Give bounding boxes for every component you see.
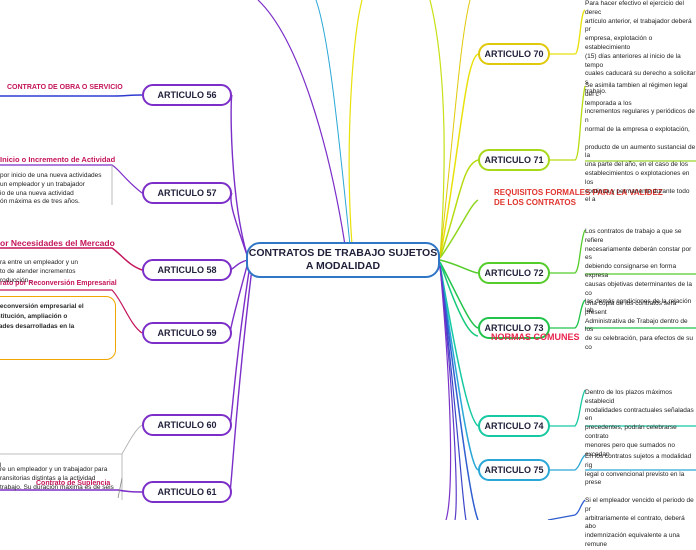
article-71-label: ARTICULO 71 bbox=[484, 155, 544, 165]
article-56-label: ARTICULO 56 bbox=[157, 90, 217, 100]
normas-comunes-heading[interactable]: NORMAS COMUNES bbox=[491, 332, 580, 342]
article-61-node[interactable]: ARTICULO 61 bbox=[142, 481, 232, 503]
central-node[interactable]: CONTRATOS DE TRABAJO SUJETOS A MODALIDAD bbox=[246, 242, 440, 278]
article-58-label: ARTICULO 58 bbox=[157, 265, 217, 275]
article-75-text: En los contratos sujetos a modalidad rig… bbox=[585, 453, 692, 487]
article-74-text: Dentro de los plazos máximos establecid … bbox=[585, 389, 694, 458]
article-59-text-box: r reconversión empresarial el ustitución… bbox=[0, 296, 116, 360]
necesidades-mercado-label[interactable]: or Necesidades del Mercado bbox=[0, 238, 115, 248]
article-72-label: ARTICULO 72 bbox=[484, 268, 544, 278]
article-59-node[interactable]: ARTICULO 59 bbox=[142, 322, 232, 344]
article-71-text: Se asimila tambien al régimen legal del … bbox=[585, 82, 696, 204]
article-60-text: re un empleador y un trabajador para ran… bbox=[0, 466, 114, 491]
reconversion-label[interactable]: rato por Reconversión Empresarial bbox=[0, 280, 117, 287]
article-72-text: Los contratos de trabajo a que se refier… bbox=[585, 228, 692, 315]
article-58-node[interactable]: ARTICULO 58 bbox=[142, 259, 232, 281]
article-57-label: ARTICULO 57 bbox=[157, 188, 217, 198]
article-70-node[interactable]: ARTICULO 70 bbox=[478, 43, 550, 65]
article-73-node[interactable]: ARTICULO 73 bbox=[478, 317, 550, 339]
inicio-actividad-label[interactable]: Inicio o Incremento de Actividad bbox=[0, 155, 116, 164]
article-70-label: ARTICULO 70 bbox=[484, 49, 544, 59]
suplencia-label[interactable]: Contrato de Suplencia bbox=[36, 480, 111, 487]
article-60-label: ARTICULO 60 bbox=[157, 420, 217, 430]
article-61-label: ARTICULO 61 bbox=[157, 487, 217, 497]
stray-text: l bbox=[0, 462, 2, 469]
article-57-node[interactable]: ARTICULO 57 bbox=[142, 182, 232, 204]
contrato-obra-label[interactable]: CONTRATO DE OBRA O SERVICIO bbox=[7, 84, 123, 91]
article-71-node[interactable]: ARTICULO 71 bbox=[478, 149, 550, 171]
article-57-text: por inicio de una nueva actividades un e… bbox=[0, 172, 102, 206]
article-74-label: ARTICULO 74 bbox=[484, 421, 544, 431]
article-72-node[interactable]: ARTICULO 72 bbox=[478, 262, 550, 284]
article-70-text: Para hacer efectivo el ejercicio del der… bbox=[585, 0, 696, 95]
connector-lines bbox=[0, 0, 696, 520]
article-73-label: ARTICULO 73 bbox=[484, 323, 544, 333]
article-75-node[interactable]: ARTICULO 75 bbox=[478, 459, 550, 481]
central-node-label: CONTRATOS DE TRABAJO SUJETOS A MODALIDAD bbox=[248, 247, 438, 272]
article-59-label: ARTICULO 59 bbox=[157, 328, 217, 338]
article-74-node[interactable]: ARTICULO 74 bbox=[478, 415, 550, 437]
article-73-text: Una copia de los contratos será present … bbox=[585, 300, 694, 351]
article-75-label: ARTICULO 75 bbox=[484, 465, 544, 475]
article-56-node[interactable]: ARTICULO 56 bbox=[142, 84, 232, 106]
article-60-node[interactable]: ARTICULO 60 bbox=[142, 414, 232, 436]
article-58-text: ra entre un empleador y un to de atender… bbox=[0, 259, 79, 284]
requisitos-heading[interactable]: REQUISITOS FORMALES PARA LA VALIDEZ DE L… bbox=[494, 188, 663, 207]
article-76-text: Si el empleador vencido el periodo de pr… bbox=[585, 497, 694, 548]
